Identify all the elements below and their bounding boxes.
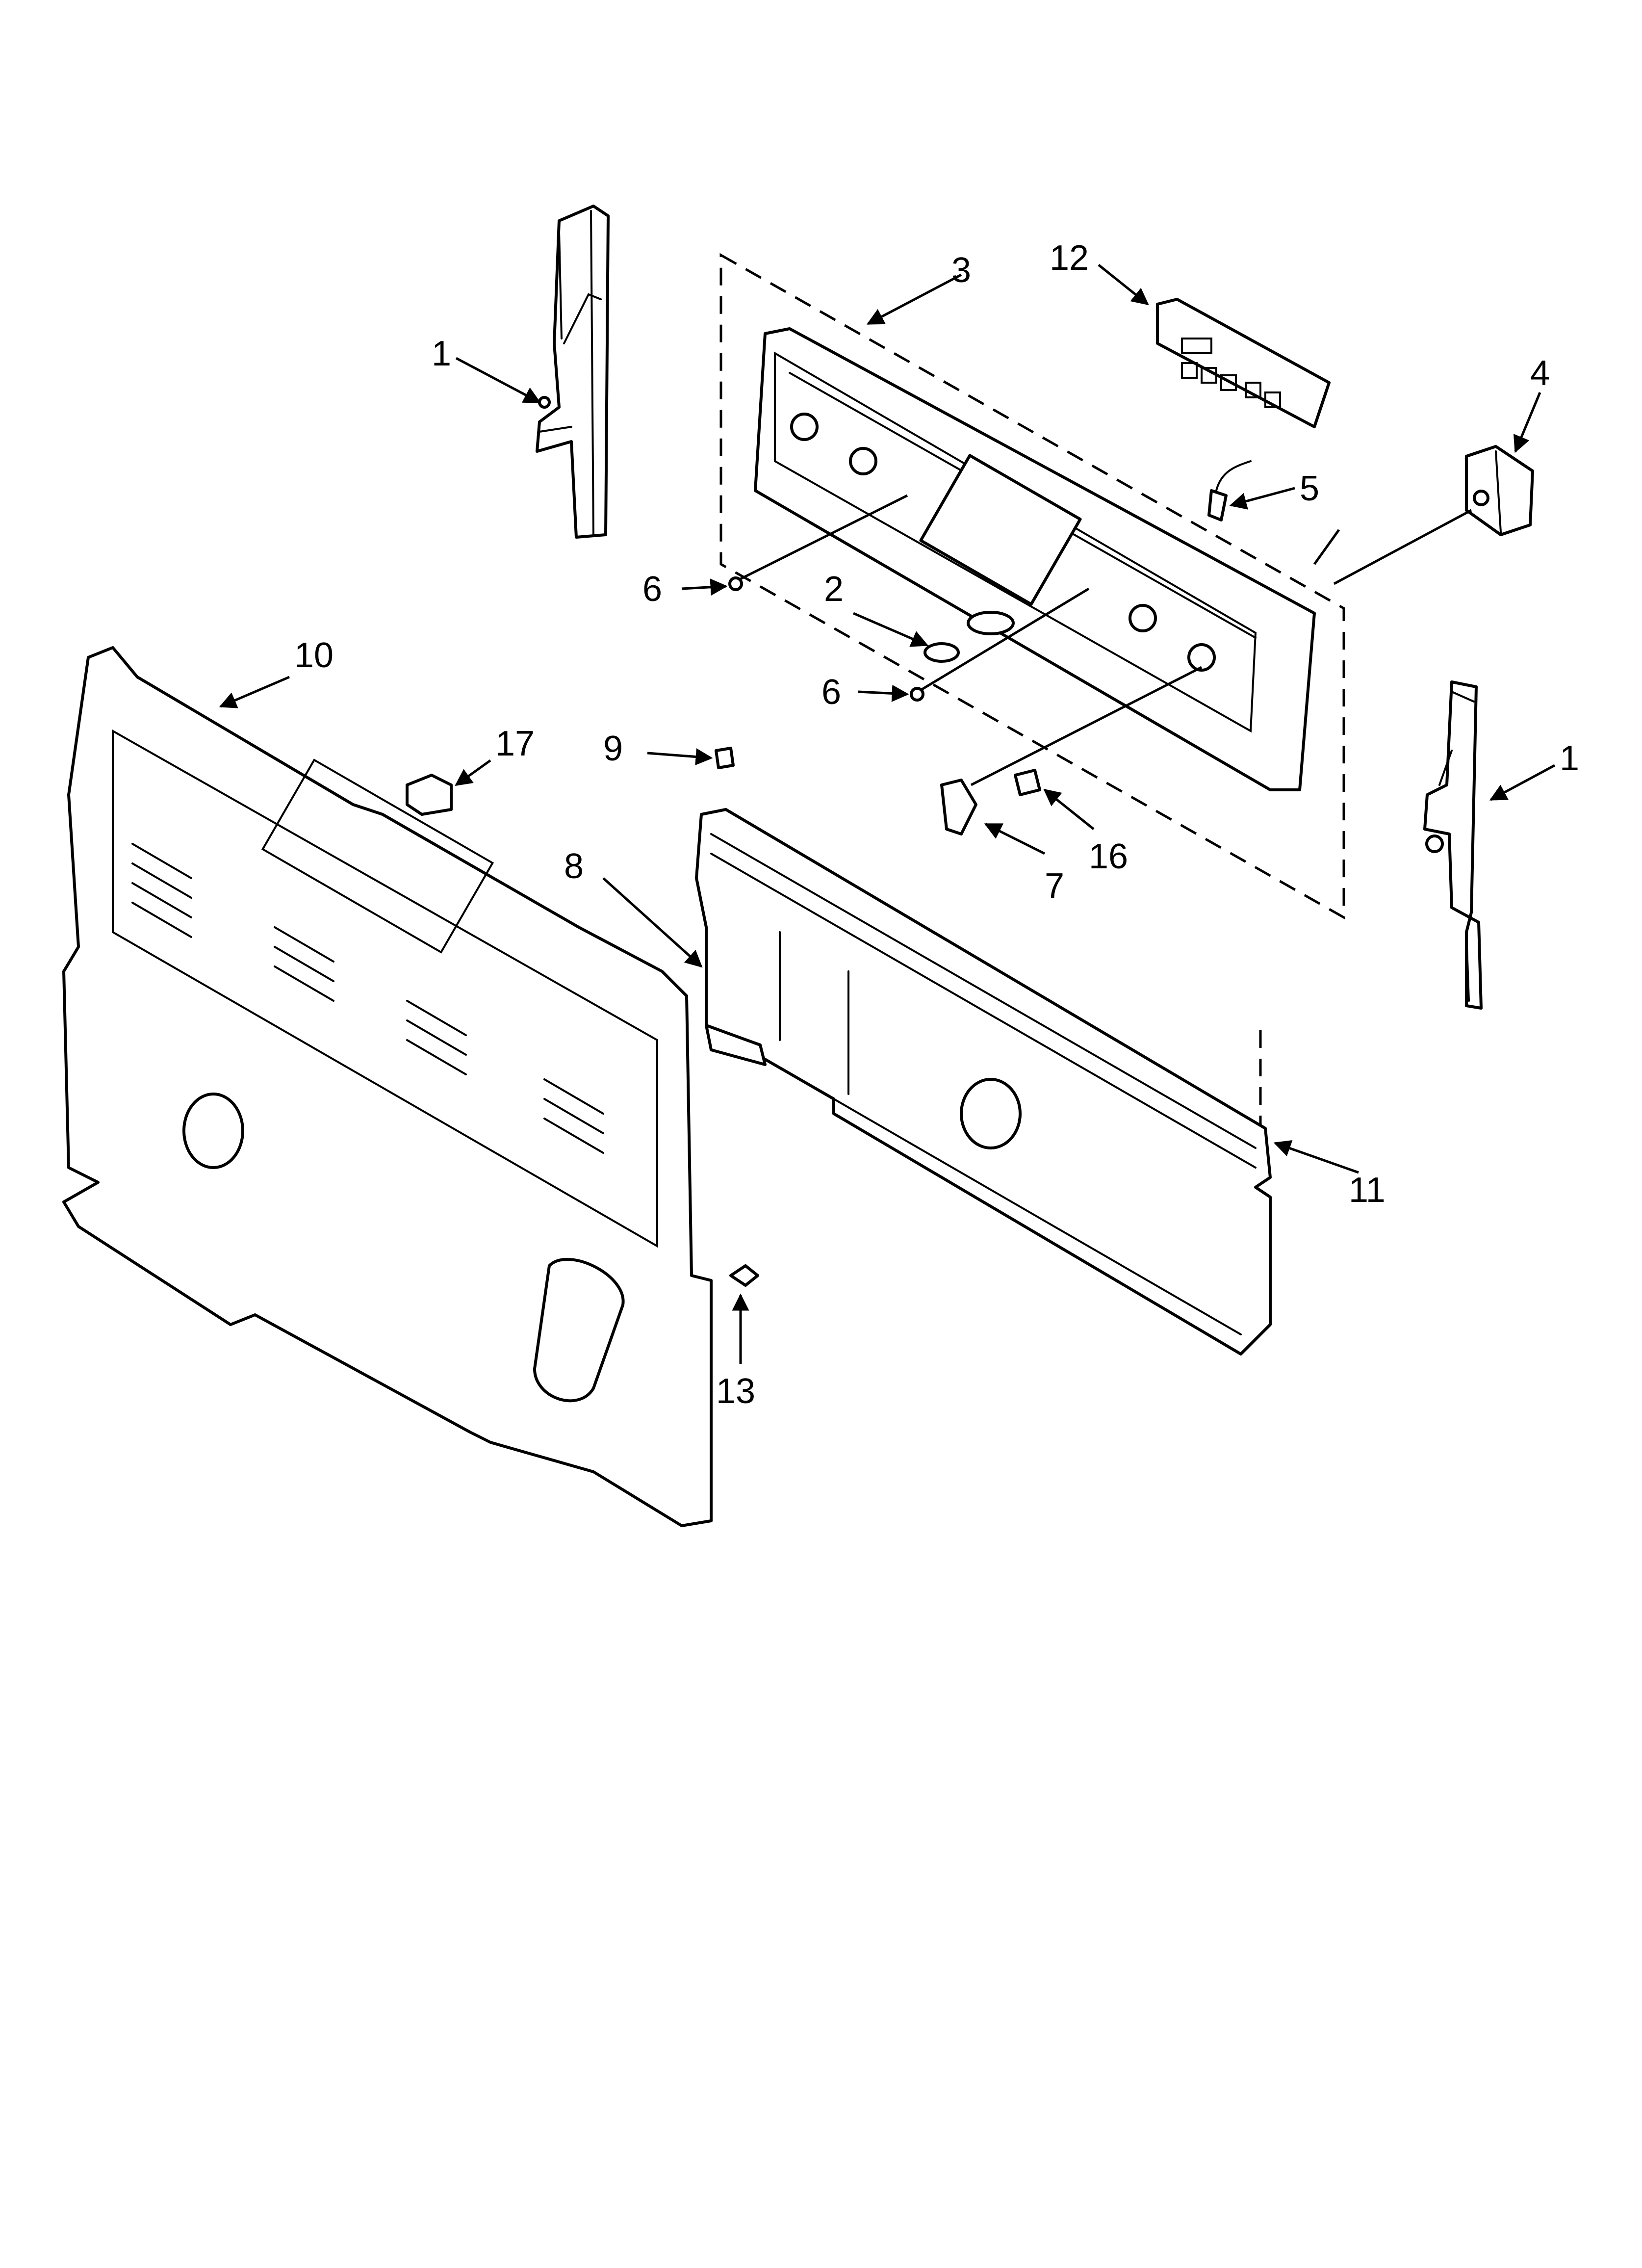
callout-1-right: 1	[1560, 739, 1579, 778]
callout-7: 7	[1045, 866, 1064, 906]
wire-harness	[1207, 460, 1252, 521]
clip	[406, 774, 453, 816]
leader-lines	[219, 264, 1556, 1364]
callout-1-left: 1	[432, 334, 451, 373]
callout-13: 13	[716, 1372, 755, 1411]
assembly-outline	[719, 253, 1345, 1138]
side-bracket-left	[536, 205, 610, 539]
callout-5: 5	[1300, 469, 1319, 508]
switch	[1465, 445, 1534, 536]
callout-8: 8	[564, 847, 584, 886]
callout-17: 17	[495, 724, 535, 763]
callout-labels: 1 1 2 3 4 5 6 6 7 8 9 10 11 12 13 16 17	[294, 238, 1579, 1411]
callout-3: 3	[951, 251, 971, 290]
rear-panel	[62, 646, 713, 1527]
side-bracket-right	[1423, 680, 1483, 1010]
callout-6-lower: 6	[821, 673, 841, 712]
control-console	[754, 327, 1316, 791]
callout-6-upper: 6	[642, 570, 662, 609]
callout-9: 9	[603, 729, 623, 768]
callout-10: 10	[294, 636, 334, 675]
manifold-panel	[695, 808, 1272, 1356]
callout-2: 2	[824, 570, 844, 609]
electronic-control	[1156, 298, 1331, 428]
callout-11: 11	[1349, 1171, 1385, 1210]
fasteners	[715, 576, 1041, 1287]
callout-12: 12	[1050, 238, 1089, 278]
callout-16: 16	[1089, 837, 1128, 876]
callout-4: 4	[1530, 354, 1550, 393]
